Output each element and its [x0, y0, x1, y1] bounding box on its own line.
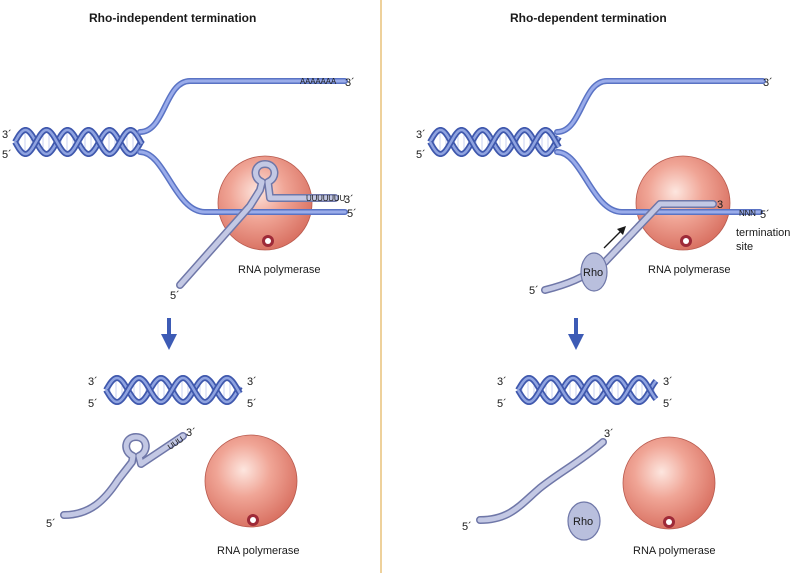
left-polyA-seq: AAAAAAA	[300, 77, 337, 86]
right-nnn-seq: NNN	[739, 209, 756, 218]
left-after-dna-3-right: 3´	[247, 376, 257, 388]
left-rna-5-label: 5´	[170, 290, 180, 302]
left-top-strand-core	[138, 79, 347, 134]
left-polyU-seq: UUUUUUU	[306, 194, 345, 203]
right-bottom-strand-core	[555, 150, 762, 214]
helix-strand	[428, 128, 561, 156]
left-polymerase-label: RNA polymerase	[238, 264, 321, 276]
left-top-strand	[137, 78, 348, 135]
right-dna-helix	[427, 127, 562, 157]
rho-label: Rho	[583, 267, 603, 279]
right-after-polymerase-label: RNA polymerase	[633, 545, 716, 557]
left-template-5-label: 5´	[347, 208, 357, 220]
right-rna-5-label: 5´	[529, 285, 539, 297]
left-released-rna-core	[61, 433, 186, 518]
right-down-arrow-icon	[568, 318, 584, 350]
right-after-dna-5-right: 5´	[663, 398, 673, 410]
right-polymerase-active-site-icon	[680, 235, 692, 247]
right-termination-site-label: site	[736, 241, 753, 253]
helix-strand	[104, 376, 242, 404]
right-after-rna-polymerase	[622, 436, 716, 530]
left-bottom-strand-core	[138, 150, 347, 214]
right-rna-3-label: 3	[717, 199, 723, 211]
right-after-dna-5-left: 5´	[497, 398, 507, 410]
left-down-arrow-icon	[161, 318, 177, 350]
helix-strand	[516, 376, 657, 404]
left-after-dna-helix	[103, 374, 243, 406]
left-after-polymerase-label: RNA polymerase	[217, 545, 300, 557]
right-after-rna-3: 3´	[604, 428, 614, 440]
right-top-strand-core	[555, 79, 765, 134]
right-top-strand-3: 3´	[763, 77, 773, 89]
left-top-strand-3: 3´	[345, 77, 355, 89]
right-title: Rho-dependent termination	[510, 11, 667, 25]
left-after-dna-3-left: 3´	[88, 376, 98, 388]
left-after-dna-5-left: 5´	[88, 398, 98, 410]
helix-strand	[13, 128, 144, 156]
left-title: Rho-independent termination	[89, 11, 256, 25]
left-dna-helix	[12, 127, 145, 157]
left-after-rna-3: 3´	[186, 427, 196, 439]
right-after-dna-3-right: 3´	[663, 376, 673, 388]
left-nascent-rna-core	[177, 161, 338, 288]
left-after-rna-5: 5´	[46, 518, 56, 530]
rho-protein	[580, 252, 608, 292]
right-after-dna-3-left: 3´	[497, 376, 507, 388]
right-polymerase-label: RNA polymerase	[648, 264, 731, 276]
right-termination-label: termination	[736, 227, 790, 239]
right-dna-3-label: 3´	[416, 129, 426, 141]
right-released-rna-core	[477, 439, 606, 523]
right-after-dna-helix	[515, 374, 659, 406]
right-top-strand	[554, 78, 766, 135]
right-template-5-label: 5´	[760, 209, 770, 221]
rho-movement-arrow-icon	[603, 226, 626, 249]
right-after-active-site-icon	[663, 516, 675, 528]
left-polymerase-active-site-icon	[262, 235, 274, 247]
right-after-rho-label: Rho	[573, 516, 593, 528]
left-after-rna-polymerase	[204, 434, 298, 528]
left-rna-polymerase	[217, 155, 313, 251]
left-dna-5-label: 5´	[2, 149, 12, 161]
left-after-dna-5-right: 5´	[247, 398, 257, 410]
left-dna-3-label: 3´	[2, 129, 12, 141]
left-rna-3-label: 3´	[344, 194, 354, 206]
right-dna-5-label: 5´	[416, 149, 426, 161]
right-after-rna-5: 5´	[462, 521, 472, 533]
right-after-rho-protein	[567, 501, 601, 541]
left-after-active-site-icon	[247, 514, 259, 526]
